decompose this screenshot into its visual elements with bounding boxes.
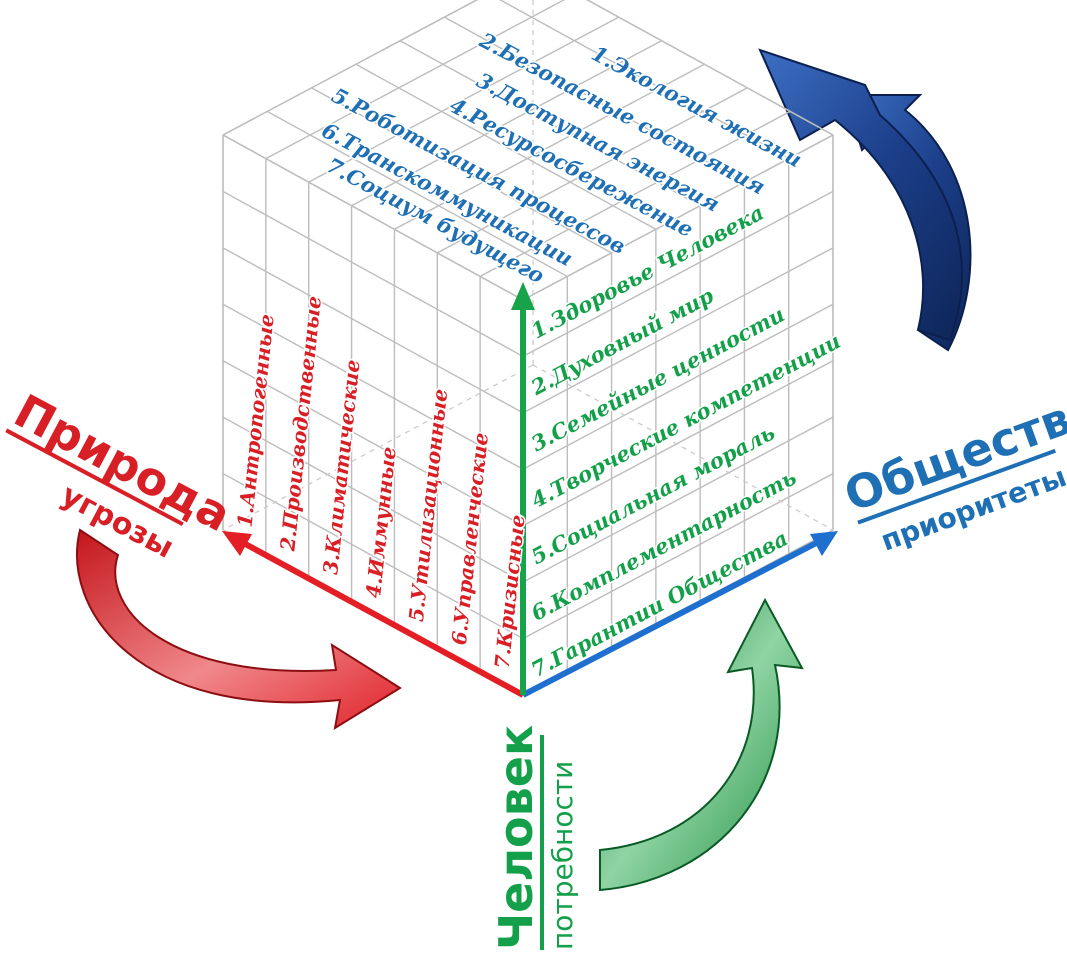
blue-cycle-arrow-icon xyxy=(758,48,972,352)
human-subtitle: потребности xyxy=(546,761,579,950)
blue-axis-arrow-icon xyxy=(521,531,838,698)
nature-axis-title: Природа угрозы xyxy=(5,384,240,566)
threat-label: 2.Производственные xyxy=(275,295,326,553)
threat-label: 5.Утилизационные xyxy=(404,388,452,623)
green-axis-arrow-icon xyxy=(511,282,535,695)
red-axis-arrow-icon xyxy=(222,531,525,698)
red-cycle-arrow-icon xyxy=(76,528,402,731)
green-cycle-arrow-icon xyxy=(599,597,804,892)
human-axis-title: Человек потребности xyxy=(489,725,579,950)
threat-label: 6.Управленческие xyxy=(447,431,493,646)
threat-label: 1.Антропогенные xyxy=(233,313,279,529)
threat-label: 3.Климатические xyxy=(318,358,364,575)
society-axis-title: Общество приоритеты xyxy=(837,380,1067,558)
human-title: Человек xyxy=(489,725,543,950)
cube-hidden-edges xyxy=(222,0,834,531)
threats-list: 1.Антропогенные2.Производственные3.Клима… xyxy=(231,293,531,671)
